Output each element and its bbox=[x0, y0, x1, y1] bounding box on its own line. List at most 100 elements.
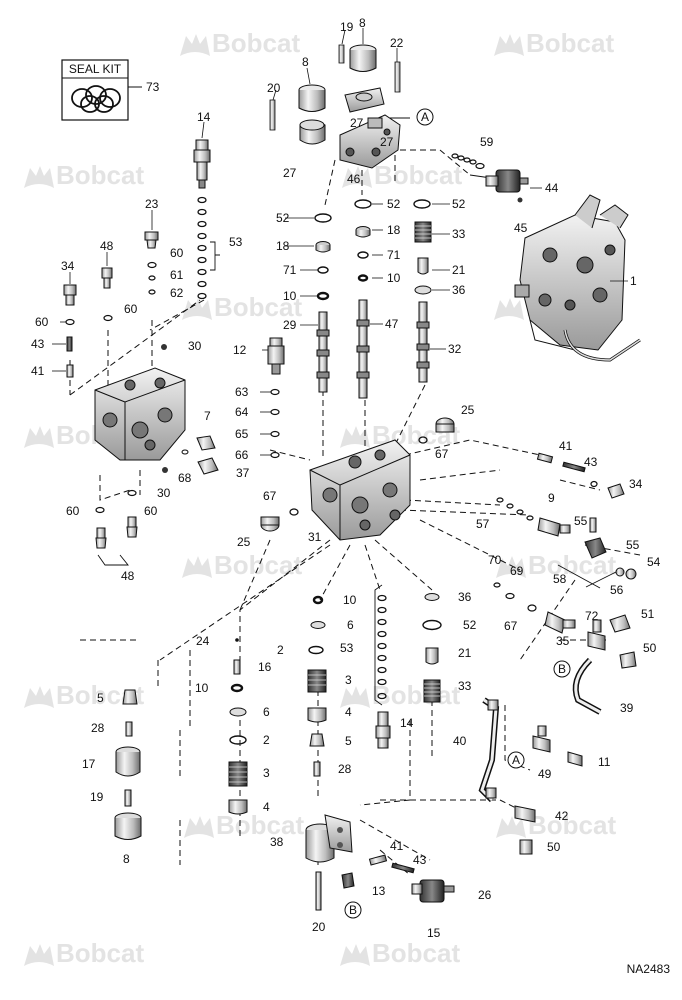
callout: 20 bbox=[267, 81, 281, 95]
callout: 42 bbox=[555, 809, 569, 823]
callout: 59 bbox=[480, 135, 494, 149]
callout: 1 bbox=[630, 274, 637, 288]
pin-19-left bbox=[124, 789, 132, 807]
callout: 60 bbox=[170, 246, 184, 260]
bobcat-logo-icon bbox=[178, 30, 212, 60]
callout: 9 bbox=[548, 491, 555, 505]
callout: 16 bbox=[258, 660, 272, 674]
callout: 27 bbox=[350, 116, 364, 130]
spool-47 bbox=[356, 299, 370, 399]
callout: 5 bbox=[345, 734, 352, 748]
connector-b-bottom: B bbox=[344, 901, 362, 919]
callout: 22 bbox=[390, 36, 404, 50]
pin-28-left bbox=[125, 721, 133, 737]
callout: 60 bbox=[66, 504, 80, 518]
plunger-41-bottom bbox=[368, 854, 388, 866]
callout: 19 bbox=[340, 20, 354, 34]
callout: 18 bbox=[276, 239, 290, 253]
callout: 33 bbox=[458, 679, 472, 693]
fitting-34-right bbox=[607, 483, 625, 499]
o-rings-60-61-62 bbox=[103, 261, 157, 322]
callout: 67 bbox=[504, 619, 518, 633]
callout: 65 bbox=[235, 427, 249, 441]
watermark: Bobcat bbox=[338, 680, 460, 712]
callout: 67 bbox=[435, 447, 449, 461]
tee-72 bbox=[587, 619, 606, 651]
left-valve-block bbox=[94, 367, 186, 461]
o-ring-set-59 bbox=[451, 153, 485, 170]
bobcat-logo-icon bbox=[492, 294, 526, 324]
bobcat-logo-icon bbox=[338, 422, 372, 452]
fittings-55 bbox=[584, 517, 607, 559]
callout: 53 bbox=[340, 641, 354, 655]
callout: 43 bbox=[31, 337, 45, 351]
o-ring-67-left bbox=[289, 508, 299, 516]
callout: 71 bbox=[387, 248, 401, 262]
callout: 32 bbox=[448, 342, 462, 356]
center-o-rings bbox=[314, 199, 431, 301]
callout: 72 bbox=[585, 609, 599, 623]
callout: 50 bbox=[643, 641, 657, 655]
housing-17 bbox=[115, 746, 141, 777]
callout: 67 bbox=[263, 489, 277, 503]
callout: 25 bbox=[461, 403, 475, 417]
watermark: Bobcat bbox=[22, 680, 144, 712]
callout: 60 bbox=[35, 315, 49, 329]
callout: 70 bbox=[488, 553, 502, 567]
callout: 61 bbox=[170, 268, 184, 282]
o-ring-right-34 bbox=[590, 480, 598, 488]
callout: 35 bbox=[556, 634, 570, 648]
svg-text:A: A bbox=[512, 753, 520, 767]
watermark: Bobcat bbox=[338, 938, 460, 970]
washer-36-top bbox=[414, 285, 432, 295]
washer-36-lower bbox=[424, 593, 440, 601]
o-rings-63-66 bbox=[270, 388, 280, 459]
callout: 58 bbox=[553, 572, 567, 586]
callout: 43 bbox=[413, 853, 427, 867]
callout: 54 bbox=[647, 555, 661, 569]
retainer-6-lower bbox=[310, 621, 326, 629]
seal-5-left bbox=[122, 689, 138, 705]
spring-43-right bbox=[562, 461, 586, 473]
drawing-code: NA2483 bbox=[626, 962, 670, 976]
watermark: Bobcat bbox=[22, 938, 144, 970]
callout: 55 bbox=[626, 538, 640, 552]
callout: 19 bbox=[90, 790, 104, 804]
bobcat-logo-icon bbox=[22, 940, 56, 970]
callout: 63 bbox=[235, 385, 249, 399]
watermark: Bobcat bbox=[22, 160, 144, 192]
callout: 12 bbox=[233, 343, 247, 357]
callout: 2 bbox=[263, 733, 270, 747]
pin-28-lower bbox=[313, 761, 321, 777]
callout: 48 bbox=[121, 569, 135, 583]
cap-21-top bbox=[417, 257, 429, 275]
callout: 10 bbox=[343, 593, 357, 607]
assembly-lines bbox=[69, 149, 641, 876]
callout: 3 bbox=[345, 673, 352, 687]
callout: 11 bbox=[598, 755, 611, 769]
callout: 52 bbox=[452, 197, 466, 211]
callout: 33 bbox=[452, 227, 466, 241]
center-retainers-18 bbox=[315, 226, 371, 253]
o-ring-60-lower-left bbox=[95, 506, 105, 514]
valve-assembly-1 bbox=[514, 194, 641, 362]
fitting-13 bbox=[341, 872, 355, 889]
bobcat-logo-icon bbox=[180, 294, 214, 324]
callout: 26 bbox=[478, 888, 492, 902]
callout: 4 bbox=[263, 800, 270, 814]
watermark: Bobcat bbox=[180, 550, 302, 582]
callout: 37 bbox=[236, 466, 250, 480]
spring-43-left bbox=[66, 336, 73, 352]
tee-49 bbox=[532, 725, 551, 753]
fitting-34-left bbox=[63, 284, 77, 306]
callout: 57 bbox=[476, 517, 490, 531]
connector-a-bottom: A bbox=[507, 751, 525, 769]
callout: 13 bbox=[372, 884, 386, 898]
callout: 10 bbox=[387, 271, 401, 285]
svg-text:B: B bbox=[558, 662, 566, 676]
ball-30-top bbox=[161, 344, 167, 350]
callout: 36 bbox=[458, 590, 472, 604]
callout: 36 bbox=[452, 283, 466, 297]
spool-29 bbox=[316, 311, 330, 393]
bobcat-logo-icon bbox=[182, 812, 216, 842]
